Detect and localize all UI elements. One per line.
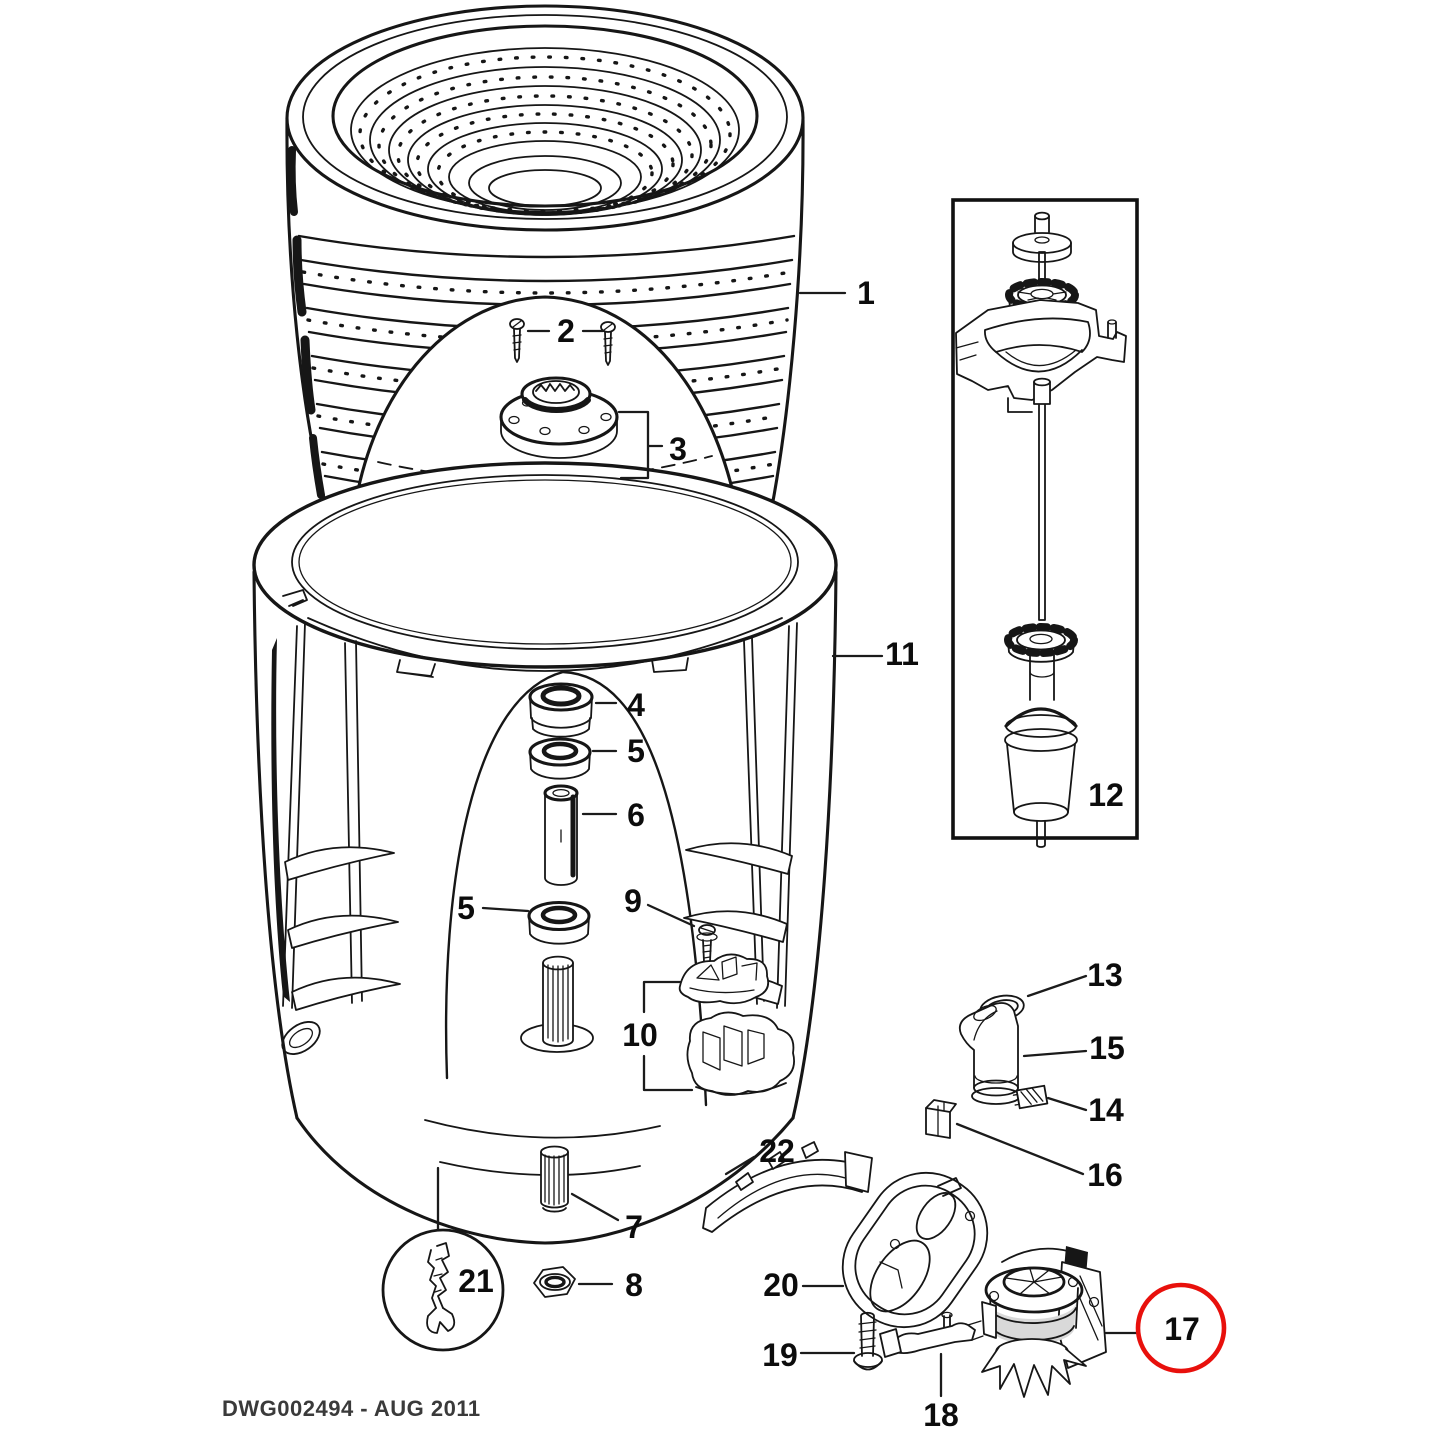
bracket-screw-drawing <box>696 924 718 967</box>
tub-seal-drawing <box>528 682 594 738</box>
lower-bearing-drawing <box>527 900 591 945</box>
upper-bearing-drawing <box>528 737 592 780</box>
drive-shaft-drawing <box>520 955 594 1053</box>
hex-nut-drawing <box>533 1266 576 1298</box>
part-label-12: 12 <box>1088 777 1124 813</box>
part-label-13: 13 <box>1087 957 1123 993</box>
drawing-caption: DWG002494 - AUG 2011 <box>222 1396 481 1421</box>
part-label-2: 2 <box>557 313 575 349</box>
pump-screw-drawing <box>853 1311 883 1371</box>
part-label-8: 8 <box>625 1267 643 1303</box>
part-label-4: 4 <box>627 687 645 723</box>
part-label-5b: 5 <box>457 890 475 926</box>
outer-tub-drawing <box>252 461 838 1245</box>
part-label-18: 18 <box>923 1397 959 1433</box>
elbow-spout-drawing <box>958 1002 1021 1105</box>
brace-bracket-drawing <box>702 1141 873 1233</box>
part-label-6: 6 <box>627 797 645 833</box>
pump-motor-drawing <box>981 1246 1107 1398</box>
part-label-9: 9 <box>624 883 642 919</box>
clip-drawing <box>925 1099 957 1139</box>
part-label-1: 1 <box>857 275 875 311</box>
hub-screws-drawing <box>509 318 616 366</box>
highlight-circle-part-17 <box>1135 1282 1227 1374</box>
part-label-20: 20 <box>763 1267 799 1303</box>
part-label-3: 3 <box>669 431 687 467</box>
part-label-15: 15 <box>1089 1030 1125 1066</box>
part-label-11: 11 <box>885 636 919 672</box>
part-label-16: 16 <box>1087 1157 1123 1193</box>
gasket-plate-drawing <box>841 1171 989 1329</box>
fastener-detail-drawing <box>381 1228 505 1352</box>
lever-arm-drawing <box>879 1311 984 1358</box>
part-label-17: 17 <box>1164 1311 1200 1347</box>
splined-stub-drawing <box>540 1145 569 1213</box>
leader-lines <box>436 291 1140 1398</box>
part-label-19: 19 <box>762 1337 798 1373</box>
spacer-tube-drawing <box>543 784 579 886</box>
part-label-5a: 5 <box>627 733 645 769</box>
agitator-assembly-box <box>951 198 1139 848</box>
support-block-kit-drawing <box>678 953 795 1096</box>
part-label-22: 22 <box>759 1133 795 1169</box>
part-label-7: 7 <box>625 1209 643 1245</box>
part-label-21: 21 <box>458 1263 494 1299</box>
part-label-10: 10 <box>622 1017 658 1053</box>
clamp-drawing <box>1012 1084 1049 1110</box>
part-label-14: 14 <box>1088 1092 1124 1128</box>
